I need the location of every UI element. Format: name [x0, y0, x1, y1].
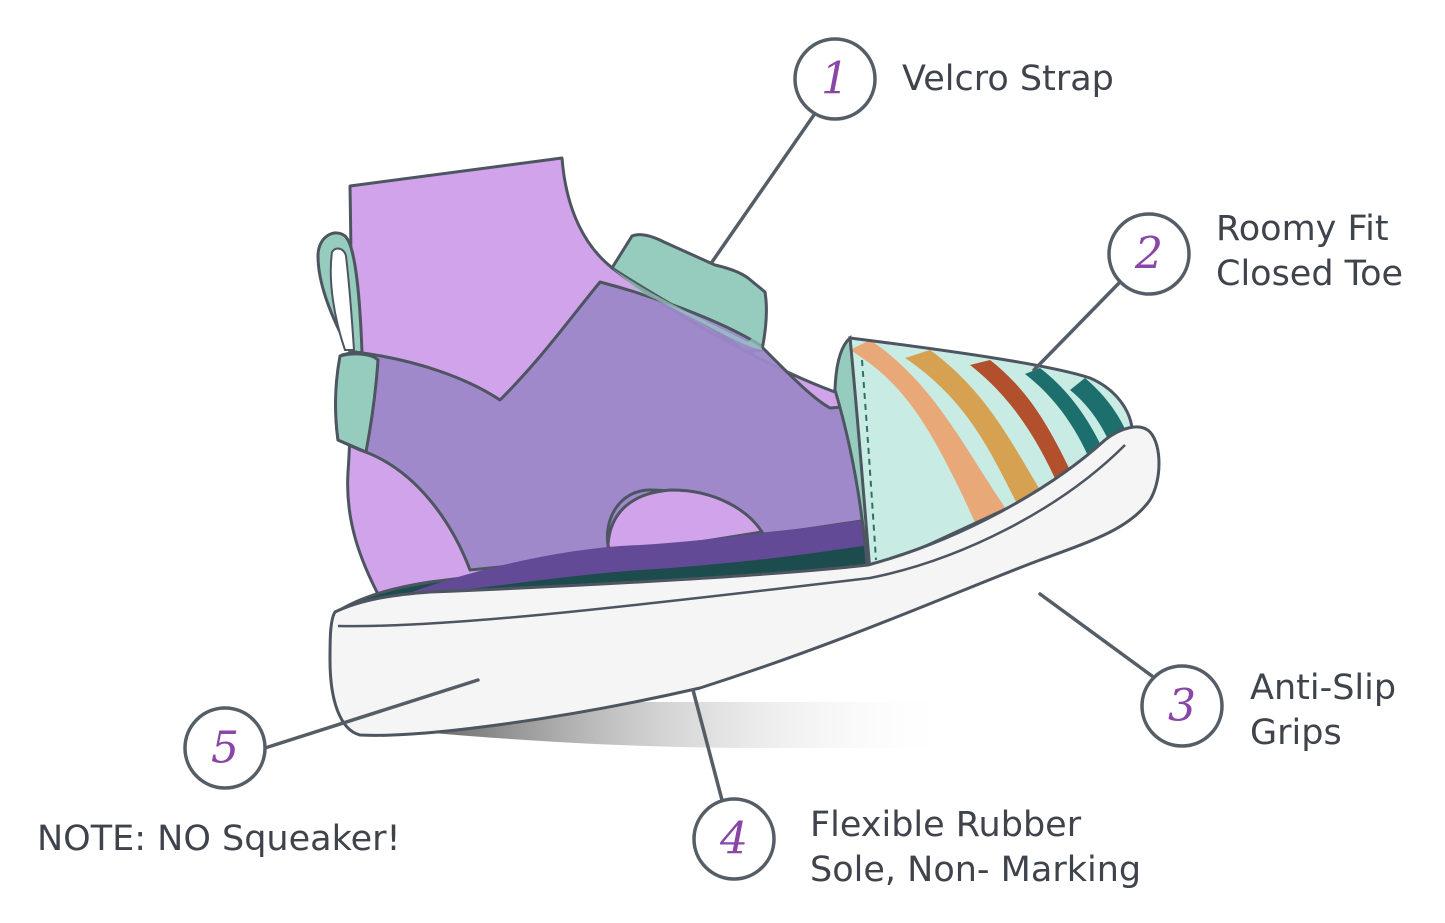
callout-1: 1 Velcro Strap: [793, 37, 1114, 121]
callout-number-1: 1: [821, 54, 849, 105]
label-closed-toe: Closed Toe: [1216, 254, 1403, 294]
leader-line-5: [263, 678, 480, 750]
side-cutout: [606, 488, 765, 558]
insole-purple: [395, 520, 868, 598]
label-anti-slip: Anti-Slip: [1250, 668, 1396, 708]
label-flexible-rubber: Flexible Rubber: [810, 805, 1082, 845]
callout-number-3: 3: [1168, 681, 1196, 732]
leader-line-1: [710, 110, 818, 264]
heel-counter: [334, 352, 380, 455]
callout-2: 2 Roomy Fit Closed Toe: [1107, 209, 1403, 296]
label-velcro-strap: Velcro Strap: [902, 59, 1114, 99]
label-sole-non-marking: Sole, Non- Marking: [810, 850, 1141, 890]
callout-number-2: 2: [1134, 229, 1163, 280]
rubber-sole: [328, 425, 1161, 737]
label-roomy-fit: Roomy Fit: [1216, 209, 1389, 249]
callout-3: 3 Anti-Slip Grips: [1140, 664, 1396, 753]
leader-line-3: [1038, 592, 1154, 678]
callout-number-4: 4: [719, 814, 748, 865]
leader-line-4: [691, 688, 724, 802]
note-no-squeaker: NOTE: NO Squeaker!: [37, 819, 401, 859]
leader-line-2: [1032, 280, 1122, 372]
callout-number-5: 5: [211, 723, 239, 774]
callout-4: 4 Flexible Rubber Sole, Non- Marking: [692, 797, 1141, 890]
callout-5: 5: [183, 706, 267, 790]
label-grips: Grips: [1250, 713, 1342, 753]
